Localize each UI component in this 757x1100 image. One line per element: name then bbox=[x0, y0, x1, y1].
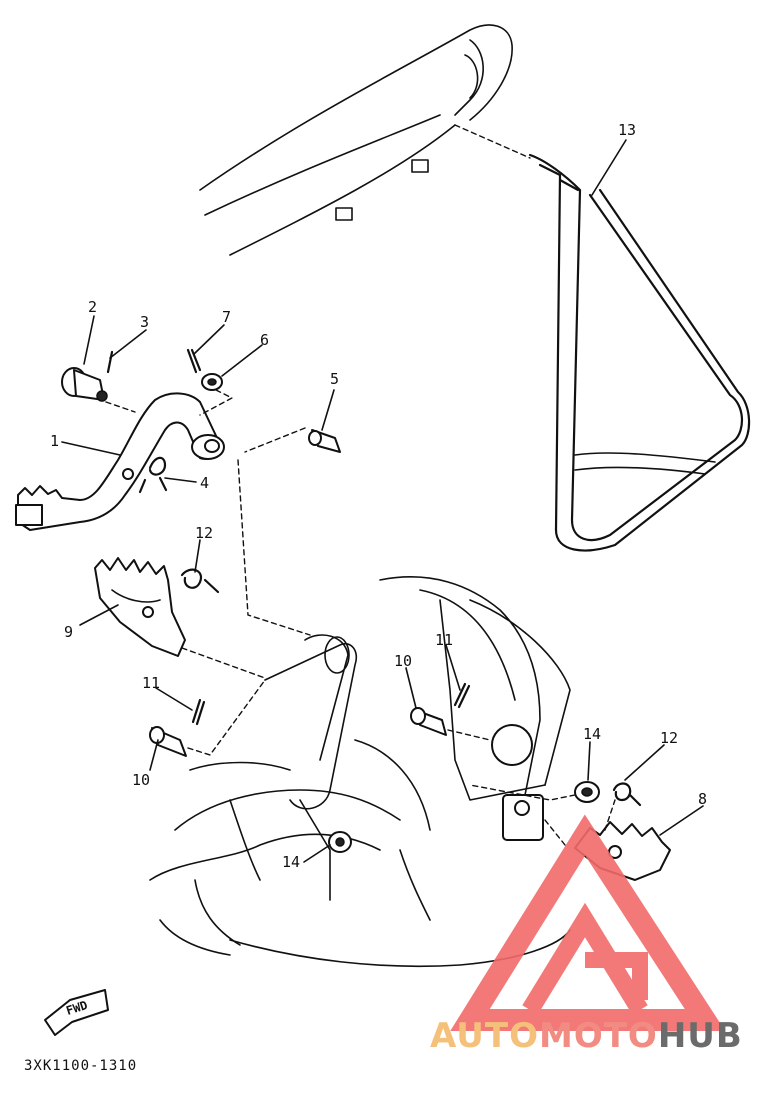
callout-14-right: 14 bbox=[583, 725, 602, 743]
washer-and-spring-right bbox=[469, 781, 642, 807]
leader-lines bbox=[61, 139, 704, 863]
callout-4: 4 bbox=[200, 474, 210, 492]
footrest-pin-left bbox=[149, 679, 266, 757]
main-stand bbox=[528, 153, 751, 552]
callout-10-right: 10 bbox=[394, 652, 413, 670]
watermark-hub: HUB bbox=[657, 1016, 743, 1056]
diagram-code: 3XK1100-1310 bbox=[24, 1058, 138, 1074]
callout-12-left: 12 bbox=[195, 524, 214, 542]
lower-frame-outline bbox=[149, 576, 571, 968]
callout-14-left: 14 bbox=[282, 853, 301, 871]
callout-11-right: 11 bbox=[435, 631, 454, 649]
callout-13: 13 bbox=[618, 121, 637, 139]
callout-1: 1 bbox=[50, 432, 60, 450]
callout-6: 6 bbox=[260, 331, 270, 349]
clevis-pin bbox=[237, 427, 341, 636]
callout-3: 3 bbox=[140, 313, 150, 331]
rear-frame-outline bbox=[199, 24, 531, 256]
callout-9: 9 bbox=[64, 623, 74, 641]
footrest-pin-right bbox=[410, 682, 491, 741]
callout-7: 7 bbox=[222, 308, 232, 326]
return-spring bbox=[138, 456, 168, 494]
brake-pedal bbox=[15, 392, 225, 531]
washer-and-cotter-pin bbox=[186, 348, 234, 416]
pivot-bolt bbox=[61, 350, 136, 413]
fwd-arrow bbox=[44, 989, 109, 1036]
callout-2: 2 bbox=[88, 298, 98, 316]
watermark-moto: MOTO bbox=[538, 1016, 658, 1056]
callout-12-right: 12 bbox=[660, 729, 679, 747]
footrest-left bbox=[94, 557, 266, 679]
watermark-text: AUTOMOTOHUB bbox=[430, 1016, 743, 1056]
callout-5: 5 bbox=[330, 370, 340, 388]
watermark-logo bbox=[450, 814, 726, 1031]
washer-left bbox=[328, 831, 352, 853]
callout-8: 8 bbox=[698, 790, 708, 808]
callout-11-left: 11 bbox=[142, 674, 161, 692]
watermark-auto: AUTO bbox=[430, 1016, 539, 1056]
callout-10-left: 10 bbox=[132, 771, 151, 789]
